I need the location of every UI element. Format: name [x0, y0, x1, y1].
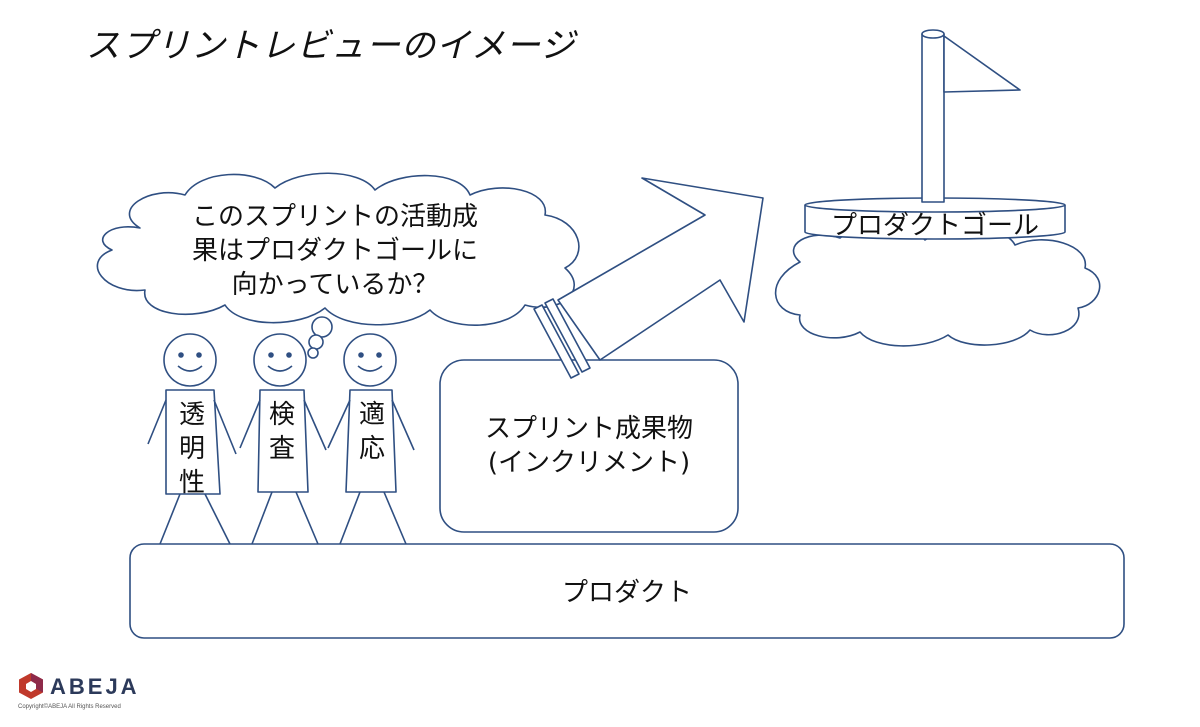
person-label-inspection: 検 査	[262, 398, 302, 466]
flag-pole-top	[921, 29, 945, 39]
hexagon-logo-icon	[19, 673, 43, 699]
thought-dot-small	[307, 347, 319, 359]
label-char: 適	[358, 400, 385, 430]
increment-line: (インクリメント)	[487, 448, 691, 478]
increment-text: スプリント成果物 (インクリメント)	[440, 412, 738, 480]
label-char: 検	[268, 400, 295, 430]
label-char: 性	[178, 468, 205, 498]
arrow-tail-stripe-1	[544, 298, 591, 373]
copyright-text: Copyright©ABEJA All Rights Reserved	[18, 704, 121, 710]
thought-line: 向かっているか？	[231, 270, 439, 300]
label-char: 明	[178, 434, 205, 464]
person-label-adaptation: 適 応	[352, 398, 392, 466]
thought-dot-large	[311, 316, 333, 338]
thought-dot-medium	[308, 334, 324, 350]
person-inspection	[239, 333, 327, 545]
slide-title: スプリントレビューのイメージ	[86, 26, 576, 66]
product-box	[129, 543, 1125, 639]
thought-bubble-text: このスプリントの活動成 果はプロダクトゴールに 向かっているか？	[150, 200, 520, 302]
label-char: 査	[268, 434, 295, 464]
thought-line: 果はプロダクトゴールに	[191, 236, 478, 266]
flag-pole	[921, 33, 945, 203]
person-transparency	[147, 333, 237, 545]
goal-cloud	[774, 224, 1101, 347]
label-char: 応	[358, 434, 385, 464]
product-label: プロダクト	[561, 578, 692, 608]
person-label-transparency: 透 明 性	[172, 398, 212, 500]
thought-line: このスプリントの活動成	[191, 202, 478, 232]
label-char: 透	[178, 400, 205, 430]
flag	[943, 35, 1021, 93]
progress-arrow	[557, 177, 764, 361]
brand-name: ABEJA	[50, 674, 140, 699]
product-goal-label: プロダクトゴール	[830, 211, 1039, 241]
increment-box	[439, 359, 739, 533]
goal-platform-side	[804, 205, 1066, 240]
person-adaptation	[327, 333, 415, 545]
arrow-tail-stripe-2	[533, 304, 580, 379]
increment-line: スプリント成果物	[484, 414, 693, 444]
